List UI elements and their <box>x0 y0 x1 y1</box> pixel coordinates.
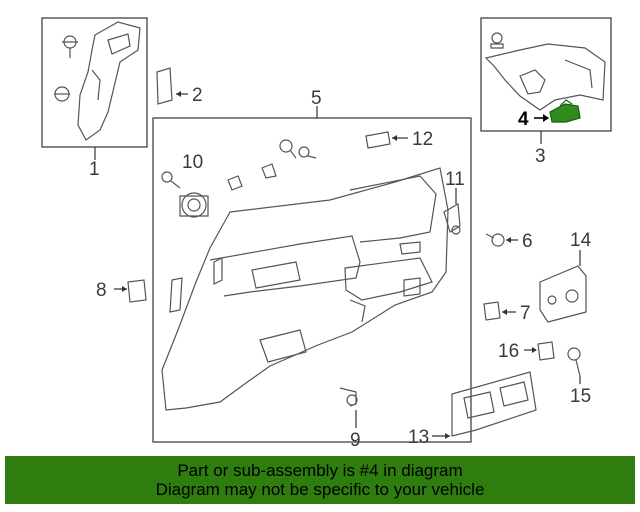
part-13-panel <box>451 371 537 437</box>
part-7-clip <box>483 301 501 321</box>
part-14-bracket <box>539 265 587 323</box>
banner-line-2: Diagram may not be specific to your vehi… <box>155 480 485 499</box>
callout-6: 6 <box>522 231 533 252</box>
part-12-pad <box>365 131 391 149</box>
part-1-clip-lower <box>54 86 70 102</box>
callout-8: 8 <box>96 280 107 301</box>
banner-line-1: Part or sub-assembly is #4 in diagram <box>177 461 463 480</box>
part-1-clip-top <box>62 35 78 58</box>
part-11-bracket <box>443 203 461 235</box>
callout-9: 9 <box>350 430 361 451</box>
part-10-bracket <box>179 192 209 218</box>
part-3-clip <box>490 32 504 49</box>
callout-13: 13 <box>408 427 429 448</box>
part-4-highlighted <box>549 99 581 123</box>
part-1-pillar-trim <box>77 21 141 141</box>
callout-3: 3 <box>535 146 546 167</box>
callout-1: 1 <box>89 159 100 180</box>
callout-10: 10 <box>182 152 203 173</box>
part-5-quarter-trim-panel <box>161 167 449 411</box>
callout-4: 4 <box>518 109 529 130</box>
part-15-clip <box>567 347 581 377</box>
callout-16: 16 <box>498 341 519 362</box>
part-5-box <box>152 117 472 443</box>
clip-c <box>279 139 297 159</box>
callout-14: 14 <box>570 230 592 251</box>
part-9-bolt <box>339 387 358 407</box>
part-8-clip <box>127 279 147 303</box>
part-6-bolt <box>485 233 505 247</box>
callout-7: 7 <box>520 303 531 324</box>
part-3-trim <box>484 43 606 111</box>
part-2-pad <box>156 67 173 105</box>
callout-12: 12 <box>412 129 433 150</box>
callout-15: 15 <box>570 386 591 407</box>
clip-a <box>227 175 243 191</box>
callout-11: 11 <box>445 169 465 190</box>
callout-2: 2 <box>192 85 203 106</box>
callout-5: 5 <box>311 88 322 109</box>
info-banner: Part or sub-assembly is #4 in diagram Di… <box>5 456 635 504</box>
part-16-nut <box>537 341 555 361</box>
clip-d <box>298 146 317 159</box>
clip-b <box>261 163 277 179</box>
part-10-screw <box>161 171 181 189</box>
part-3-box <box>480 17 612 132</box>
